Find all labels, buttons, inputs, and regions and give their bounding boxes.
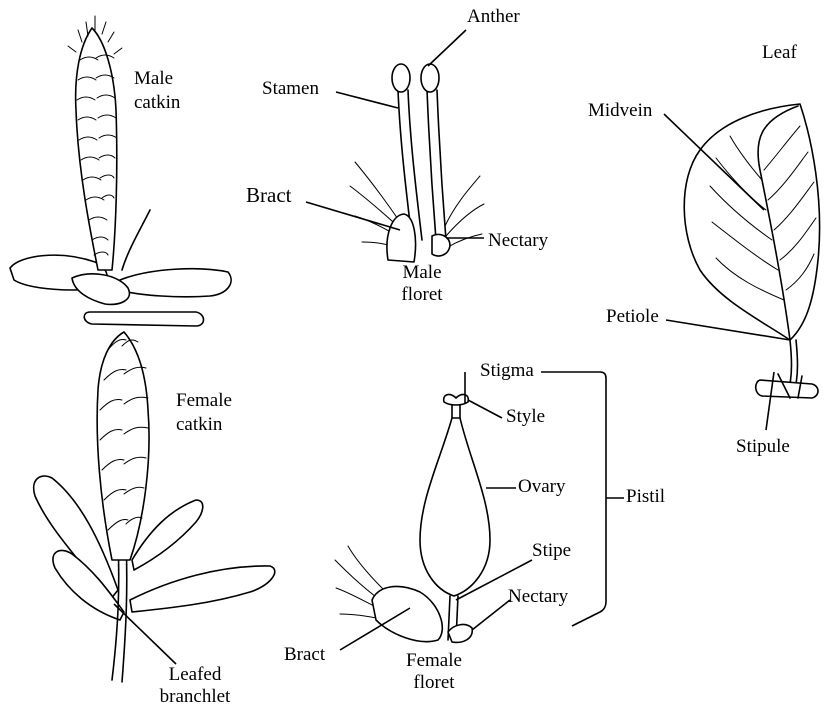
label-female-floret-line1: Female: [394, 650, 474, 672]
label-female-floret-line2: floret: [394, 672, 474, 694]
leader-anther: [428, 30, 466, 66]
leaf-stipule-twig: [756, 380, 818, 398]
label-stamen: Stamen: [262, 78, 319, 100]
female-floret-bract: [372, 586, 442, 641]
label-anther: Anther: [467, 6, 520, 28]
label-male-floret-line1: Male: [392, 262, 452, 284]
female-catkin-body: [97, 332, 149, 560]
label-pistil: Pistil: [626, 486, 665, 508]
label-midvein: Midvein: [588, 100, 652, 122]
label-male-catkin-line2: catkin: [134, 92, 180, 114]
leader-stamen: [336, 92, 398, 108]
label-leaf: Leaf: [762, 42, 797, 64]
label-leafed-line2: branchlet: [150, 686, 240, 708]
male-catkin-drawing: [10, 16, 231, 326]
male-floret-anther-left: [392, 64, 410, 92]
leaf-blade: [684, 104, 819, 340]
label-bract-bottom: Bract: [284, 644, 325, 666]
label-stigma: Stigma: [480, 360, 534, 382]
female-floret-drawing: [335, 395, 490, 643]
female-catkin-drawing: [34, 332, 275, 682]
leader-style: [468, 400, 502, 418]
label-stipule: Stipule: [736, 436, 790, 458]
label-nectary-bottom: Nectary: [508, 586, 568, 608]
label-nectary-top: Nectary: [488, 230, 548, 252]
label-stipe: Stipe: [532, 540, 571, 562]
label-ovary: Ovary: [518, 476, 565, 498]
male-catkin-leaf-mid: [72, 274, 129, 304]
label-male-floret-line2: floret: [392, 284, 452, 306]
male-catkin-body: [76, 28, 117, 270]
label-bract-top: Bract: [246, 184, 291, 206]
label-male-catkin-line1: Male: [134, 68, 173, 90]
male-catkin-bract-leaf: [122, 210, 150, 270]
female-floret-nectary: [448, 625, 472, 643]
label-female-catkin-line2: catkin: [176, 414, 222, 436]
label-leafed-line1: Leafed: [150, 664, 240, 686]
female-catkin-leaf-right: [130, 566, 275, 612]
label-female-catkin-line1: Female: [176, 390, 232, 412]
pistil-bracket: [572, 372, 606, 626]
label-petiole: Petiole: [606, 306, 659, 328]
male-catkin-leaf-right: [120, 269, 231, 297]
leader-nectary-bottom: [472, 600, 510, 630]
male-catkin-branch: [84, 312, 203, 326]
female-floret-ovary: [420, 418, 490, 596]
male-floret-anther-right: [421, 64, 439, 92]
leaf-petiole-stem: [790, 340, 792, 384]
leaf-drawing: [684, 104, 819, 398]
label-style: Style: [506, 406, 545, 428]
male-floret-drawing: [350, 64, 484, 262]
male-floret-bract: [387, 214, 416, 262]
